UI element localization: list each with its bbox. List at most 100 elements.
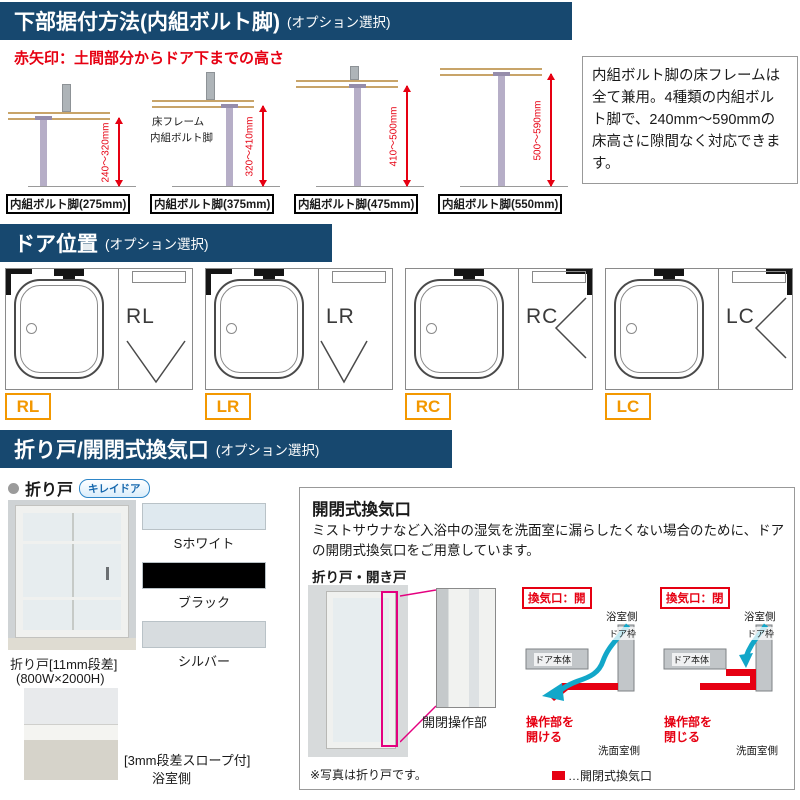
bathtub-graphic	[414, 279, 504, 379]
ground-line	[28, 186, 136, 187]
legend-text: …開閉式換気口	[568, 769, 653, 783]
height-range-label: 320〜410mm	[244, 116, 256, 177]
ground-line	[460, 186, 568, 187]
door-fold-line	[72, 513, 74, 630]
door-swing-graphic	[754, 297, 787, 359]
door-stub-graphic	[350, 66, 359, 80]
door-swing-graphic	[126, 340, 186, 384]
floor-sill-graphic	[152, 100, 254, 108]
color-option-swhite[interactable]: Sホワイト	[142, 503, 266, 552]
floorplan-rl: RL	[5, 268, 193, 390]
door-frame-label: ドア枠	[746, 627, 776, 640]
section-header-door-position: ドア位置 (オプション選択)	[0, 224, 332, 262]
bolt-diagram-375: 床フレーム 内組ボルト脚 320〜410mm 内組ボルト脚(375mm)	[150, 64, 286, 216]
wall-graphic	[6, 269, 11, 295]
door-caption-line1: 折り戸[11mm段差]	[10, 657, 118, 672]
bathtub-inner-graphic	[420, 285, 498, 373]
bolt-diagram-550: 500〜590mm 内組ボルト脚(550mm)	[438, 64, 574, 216]
bathtub-inner-graphic	[620, 285, 698, 373]
color-swatch	[142, 503, 266, 530]
color-swatch	[142, 562, 266, 589]
door-swing-graphic	[320, 340, 368, 384]
bullet-icon	[8, 482, 19, 494]
height-arrow	[115, 117, 123, 187]
vent-detail-zoom	[436, 588, 496, 708]
airflow-arrowhead	[739, 653, 753, 668]
vent-flap-closed-graphic	[726, 669, 756, 676]
bath-side-label: 浴室側	[744, 611, 776, 623]
color-swatch-label: シルバー	[177, 654, 230, 669]
vent-seal-graphic	[750, 669, 756, 690]
shower-fixture-icon	[54, 269, 84, 281]
color-option-black[interactable]: ブラック	[142, 562, 266, 611]
slope-caption-line2: 浴室側	[152, 771, 192, 786]
vent-legend: …開閉式換気口	[552, 767, 652, 784]
section-title-suffix: (オプション選択)	[287, 15, 391, 30]
vent-door-photo	[308, 585, 408, 757]
slope-photo	[24, 688, 118, 780]
height-range-label: 500〜590mm	[532, 100, 544, 161]
action-line1: 操作部を	[526, 715, 575, 729]
bolt-leg-cap-graphic	[493, 72, 510, 76]
height-arrow	[403, 85, 411, 187]
bolt-leg-callout: 内組ボルト脚	[150, 130, 213, 145]
vanity-counter-graphic	[732, 271, 786, 283]
section-title: ドア位置	[14, 233, 98, 256]
section-title: 折り戸/開閉式換気口	[14, 439, 209, 462]
height-arrow	[547, 73, 555, 187]
door-position-option-rc[interactable]: RC	[405, 393, 451, 420]
door-rail-graphic	[23, 597, 121, 601]
bathtub-inner-graphic	[20, 285, 98, 373]
door-graphic	[326, 591, 396, 749]
plan-code-label: RC	[526, 305, 559, 328]
shower-fixture-icon	[654, 269, 684, 281]
vent-unit-graphic	[700, 683, 756, 690]
section-title-suffix: (オプション選択)	[215, 443, 320, 458]
plan-code-label: LR	[326, 305, 355, 328]
drain-icon	[426, 323, 437, 334]
wall-graphic	[6, 269, 32, 274]
folding-door-heading: 折り戸 キレイドア	[8, 476, 150, 500]
section-header-installation: 下部据付方法(内組ボルト脚) (オプション選択)	[0, 2, 572, 40]
color-option-silver[interactable]: シルバー	[142, 621, 266, 670]
door-bottom-graphic	[24, 688, 118, 724]
floorplan-lr: LR	[205, 268, 393, 390]
color-swatches: Sホワイト ブラック シルバー	[142, 503, 266, 680]
bolt-leg-cap-graphic	[349, 84, 366, 88]
wall-graphic	[206, 269, 211, 295]
wall-graphic	[787, 269, 792, 295]
drain-icon	[26, 323, 37, 334]
vent-closed-tag: 換気口：閉	[660, 587, 730, 609]
wash-side-label: 洗面室側	[736, 745, 778, 757]
ground-line	[172, 186, 280, 187]
vanity-counter-graphic	[132, 271, 186, 283]
height-range-label: 240〜320mm	[100, 122, 112, 183]
floor-sill-graphic	[296, 80, 398, 88]
bolt-leg-graphic	[40, 120, 47, 186]
bolt-leg-label: 内組ボルト脚(475mm)	[294, 194, 419, 214]
bolt-leg-graphic	[498, 76, 505, 186]
door-frame-graphic	[15, 505, 129, 638]
vanity-counter-graphic	[532, 271, 586, 283]
door-position-option-lc[interactable]: LC	[605, 393, 651, 420]
openable-vent-panel: 開閉式換気口 ミストサウナなど入浴中の湿気を洗面室に漏らしたくない場合のために、…	[299, 487, 795, 790]
door-swing-graphic	[554, 297, 587, 359]
door-glass-graphic	[23, 513, 121, 630]
bolt-leg-diagrams: 240〜320mm 内組ボルト脚(275mm) 床フレーム 内組ボルト脚 320…	[6, 64, 578, 216]
door-body-label: ドア本体	[534, 653, 573, 666]
airflow-arrow	[558, 623, 630, 693]
door-position-option-rl[interactable]: RL	[5, 393, 51, 420]
door-position-plans: RL LR RC	[5, 268, 797, 390]
door-position-option-lr[interactable]: LR	[205, 393, 251, 420]
plan-code-label: LC	[726, 305, 755, 328]
bath-side-label: 浴室側	[606, 611, 638, 623]
plan-code-label: RL	[126, 305, 155, 328]
magnify-connector-lines	[400, 589, 436, 743]
bolt-leg-cap-graphic	[221, 104, 238, 108]
shower-fixture-icon	[454, 269, 484, 281]
bolt-leg-label: 内組ボルト脚(275mm)	[6, 194, 131, 214]
color-swatch	[142, 621, 266, 648]
bolt-leg-graphic	[226, 108, 233, 186]
shower-fixture-icon	[254, 269, 284, 281]
